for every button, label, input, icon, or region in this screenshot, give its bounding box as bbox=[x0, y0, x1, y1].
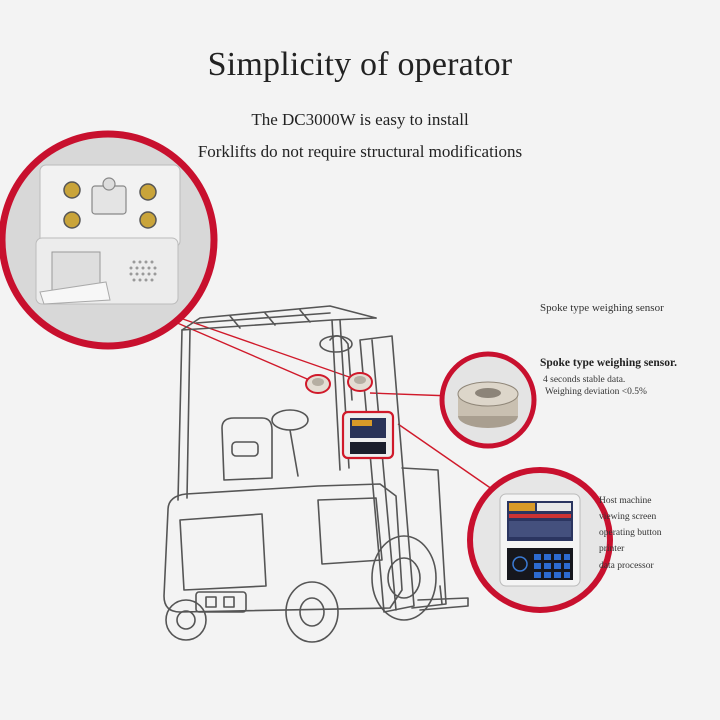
host-item: viewing screen bbox=[599, 512, 657, 523]
terminal-back-magnified bbox=[0, 130, 218, 350]
leader-lines bbox=[174, 317, 503, 497]
sensor-stable-data: 4 seconds stable data. bbox=[543, 374, 626, 385]
host-item: Host machine bbox=[599, 496, 652, 506]
page-title: Simplicity of operator bbox=[207, 46, 513, 83]
host-terminal-magnified bbox=[467, 467, 613, 613]
host-machine-list: Host machine viewing screen operating bu… bbox=[599, 493, 662, 574]
mounted-sensor-left bbox=[305, 374, 331, 394]
sensor-label-top: Spoke type weighing sensor bbox=[540, 302, 664, 314]
subtitle-modifications: Forklifts do not require structural modi… bbox=[197, 142, 523, 161]
mounted-sensor-right bbox=[347, 372, 373, 392]
mounted-terminal bbox=[341, 410, 395, 460]
sensor-description: Spoke type weighing sensor. 4 seconds st… bbox=[540, 356, 677, 399]
spoke-sensor-magnified bbox=[439, 351, 537, 449]
sensor-deviation: Weighing deviation <0.5% bbox=[545, 387, 647, 398]
host-item: data processor bbox=[599, 560, 654, 571]
host-item: printer bbox=[599, 544, 625, 555]
forklift-outline bbox=[163, 305, 469, 643]
subtitle-install: The DC3000W is easy to install bbox=[251, 110, 469, 129]
host-item: operating button bbox=[599, 528, 662, 539]
sensor-heading: Spoke type weighing sensor. bbox=[540, 357, 677, 369]
